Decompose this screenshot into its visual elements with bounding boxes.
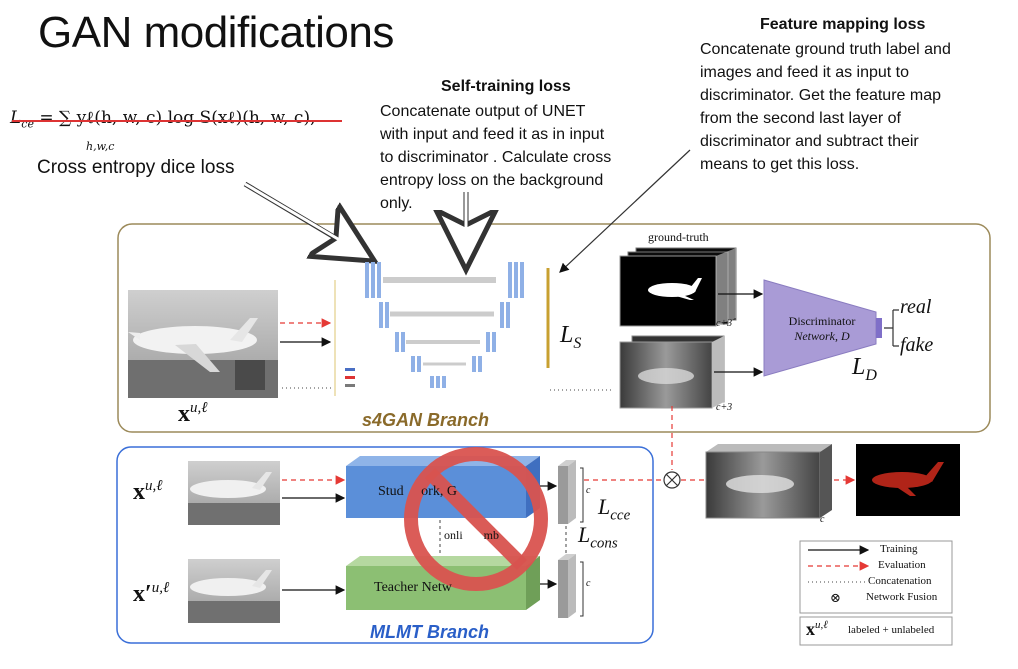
input-image-mlmt-2: [188, 559, 280, 623]
legend-box: [799, 540, 953, 614]
ce-formula-sum-sub: h,w,c: [86, 140, 115, 153]
student-output-bar: [558, 460, 576, 524]
ce-formula-strike: [12, 120, 342, 122]
mlmt-input1-symbol: x: [133, 479, 145, 505]
fused-feature-stack: [705, 444, 832, 519]
discriminator-label-line2: Network, D: [794, 329, 850, 343]
ground-truth-label: ground-truth: [648, 230, 709, 244]
arrow-from-ce-note-inner: [244, 182, 361, 254]
mlmt-branch-frame: [116, 446, 654, 644]
mlmt-input1-sup: u,ℓ: [145, 478, 163, 494]
teacher-brace: [580, 561, 584, 617]
arrow-from-feature-mapping: [559, 149, 691, 273]
mlmt-input2-sup: u,ℓ: [151, 580, 170, 596]
legend-training-label: Training: [880, 543, 918, 555]
mlmt-input2-symbol: x′: [133, 581, 152, 607]
loss-d-label: LD: [852, 354, 877, 385]
ground-truth-stack: [619, 247, 737, 327]
feature-mapping-body: Concatenate ground truth label and image…: [700, 41, 951, 173]
teacher-output-bar: [558, 554, 576, 618]
mlmt-input1-label: xu,ℓ: [133, 478, 163, 506]
discriminator-shape: [763, 279, 877, 377]
ce-formula-lhs: L: [10, 108, 22, 128]
teacher-c-label: c: [586, 578, 591, 589]
concat-feature-stack: [619, 335, 725, 409]
self-training-heading: Self-training loss: [441, 78, 571, 95]
slide-title: GAN modifications: [38, 8, 394, 57]
prohibit-sign: [404, 447, 548, 591]
loss-cce-sub: cce: [610, 507, 631, 524]
feature-mapping-heading: Feature mapping loss: [760, 16, 926, 33]
fake-label: fake: [900, 334, 934, 356]
self-training-body: Concatenate output of UNET with input an…: [380, 103, 612, 212]
legend-evaluation-label: Evaluation: [878, 559, 926, 571]
loss-cons-sub: cons: [590, 535, 618, 552]
loss-d-sub: D: [865, 366, 877, 384]
legend-fusion-label: Network Fusion: [866, 591, 938, 603]
legend-data-x: x: [806, 619, 815, 639]
loss-s-sub: S: [573, 334, 582, 352]
c3-label-top: c+3: [716, 318, 733, 329]
legend-data-symbol: xu,ℓ: [806, 619, 828, 640]
loss-cce-symbol: L: [598, 494, 611, 519]
ce-formula-rhs: = ∑ yℓ(h, w, c) log S(xℓ)(h, w, c),: [39, 108, 316, 128]
real-label: real: [900, 296, 932, 318]
unet-diagram: [345, 262, 524, 388]
teacher-network-label: Teacher Netw: [374, 580, 452, 595]
legend-fusion-symbol: ⊗: [830, 590, 841, 605]
fused-c-label: c: [820, 514, 825, 525]
discriminator-label-line1: Discriminator: [788, 314, 856, 328]
network-fusion-cross: [665, 473, 679, 487]
legend-data-box: [799, 616, 953, 646]
input-image-mlmt-1: [188, 461, 280, 525]
online-ensemble-label: onli mb: [444, 528, 500, 542]
mlmt-branch-label: MLMT Branch: [370, 622, 489, 642]
loss-cons-symbol: L: [578, 522, 591, 547]
legend-data-label: labeled + unlabeled: [848, 624, 935, 636]
discriminator-label: Discriminator Network, D: [772, 314, 872, 344]
s4gan-input-sup: u,ℓ: [190, 400, 208, 416]
s4gan-input-symbol: x: [178, 401, 190, 427]
prediction-image: [856, 444, 960, 516]
student-network-label: Stud ork, G: [378, 484, 457, 499]
c3-label-bottom: c+3: [716, 402, 733, 413]
ce-formula-caption: Cross entropy dice loss: [37, 157, 235, 178]
s4gan-input-label: xu,ℓ: [178, 400, 208, 428]
s4gan-branch-frame: [117, 223, 991, 433]
s4gan-branch-label: s4GAN Branch: [362, 410, 490, 430]
input-image-s4gan: [128, 290, 278, 398]
real-fake-brace: [884, 309, 899, 347]
discriminator-head: [876, 318, 882, 338]
loss-s-symbol: L: [560, 322, 574, 348]
loss-cons-label: Lcons: [578, 522, 618, 552]
loss-d-symbol: L: [852, 354, 866, 380]
legend-data-sup: u,ℓ: [815, 619, 828, 631]
student-c-label: c: [586, 485, 591, 496]
mlmt-input2-label: x′u,ℓ: [133, 580, 169, 608]
cce-brace: [580, 467, 584, 523]
loss-cce-label: Lcce: [598, 494, 630, 524]
loss-s-label: LS: [560, 322, 581, 353]
legend-concatenation-label: Concatenation: [868, 575, 932, 587]
